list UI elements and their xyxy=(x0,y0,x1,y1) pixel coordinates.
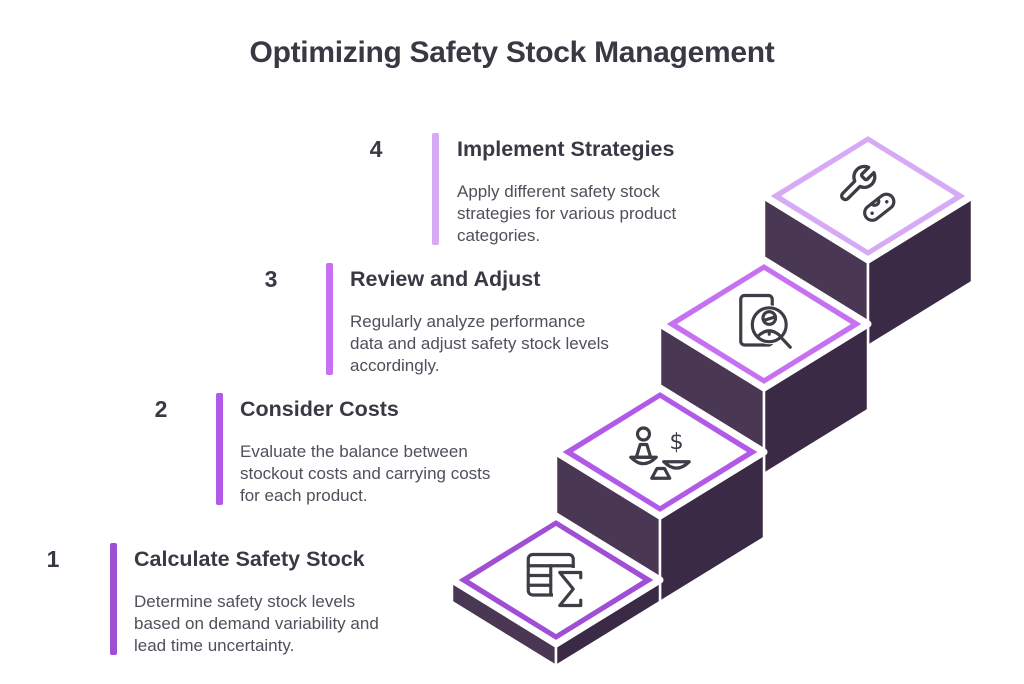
step-description-line: Regularly analyze performance xyxy=(350,312,586,331)
balance-scale-icon: $ xyxy=(629,426,691,480)
step-title: Review and Adjust xyxy=(350,267,541,291)
step-1-tile xyxy=(448,512,664,648)
page-title: Optimizing Safety Stock Management xyxy=(249,36,775,69)
step-description: Evaluate the balance between stockout co… xyxy=(240,441,490,507)
step-title: Implement Strategies xyxy=(457,137,675,161)
step-3-tile xyxy=(656,256,872,392)
magnifier-lens xyxy=(750,306,788,344)
wrench-icon xyxy=(840,164,877,202)
right-pan xyxy=(662,460,691,470)
step-description: Apply different safety stock strategies … xyxy=(457,181,676,247)
step-description-line: for each product. xyxy=(240,486,368,505)
dollar-sign: $ xyxy=(669,429,683,455)
step-description-line: Apply different safety stock xyxy=(457,182,660,201)
step-description-line: accordingly. xyxy=(350,356,440,375)
step-description: Regularly analyze performance data and a… xyxy=(350,311,609,377)
step-2-tile: $ xyxy=(552,384,768,520)
pocket-knife-icon xyxy=(860,189,899,225)
person-search-icon xyxy=(739,293,792,349)
step-4-tile-surface xyxy=(781,142,955,250)
magnifier-handle xyxy=(779,336,792,349)
step-number: 2 xyxy=(154,396,168,422)
scale-base xyxy=(650,466,672,480)
step-description-line: based on demand variability and xyxy=(134,614,379,633)
step-accent-bar xyxy=(110,543,117,655)
step-number: 1 xyxy=(46,546,60,572)
step-description-line: Determine safety stock levels xyxy=(134,592,356,611)
step-accent-bar xyxy=(216,393,223,505)
step-description-line: lead time uncertainty. xyxy=(134,636,295,655)
left-pan xyxy=(629,455,658,466)
step-description-line: categories. xyxy=(457,226,541,245)
step-2-tile-surface xyxy=(573,398,747,506)
step-accent-bar xyxy=(326,263,333,375)
step-title: Consider Costs xyxy=(240,397,399,421)
person-head xyxy=(635,426,652,442)
step-description-line: data and adjust safety stock levels xyxy=(350,334,609,353)
step-number: 3 xyxy=(264,266,278,292)
step-description-line: Evaluate the balance between xyxy=(240,442,468,461)
sigma-shape xyxy=(558,570,583,608)
step-number: 4 xyxy=(369,136,383,162)
wrench-knife-icon xyxy=(840,164,899,225)
step-description-line: strategies for various product xyxy=(457,204,677,223)
table-sum-icon xyxy=(526,552,586,610)
step-description: Determine safety stock levels based on d… xyxy=(134,591,379,657)
step-accent-bar xyxy=(432,133,439,245)
step-description-line: stockout costs and carrying costs xyxy=(240,464,491,483)
step-title: Calculate Safety Stock xyxy=(134,547,365,571)
step-4-tile xyxy=(760,128,976,264)
